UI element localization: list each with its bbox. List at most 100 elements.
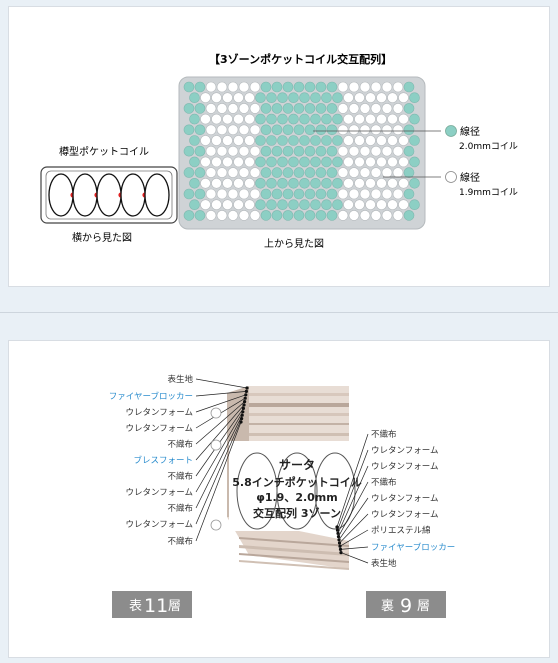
coil-circle bbox=[392, 188, 404, 200]
coil-circle bbox=[381, 124, 393, 136]
coil-circle bbox=[249, 167, 261, 178]
coil-circle bbox=[194, 145, 206, 157]
coil-circle bbox=[315, 103, 327, 114]
coil-circle bbox=[244, 178, 255, 189]
coil-circle bbox=[354, 92, 365, 103]
coil-circle bbox=[227, 124, 239, 136]
coil-circle bbox=[332, 135, 343, 146]
coil-circle bbox=[266, 156, 277, 168]
coil-circle bbox=[238, 167, 250, 178]
coil-circle bbox=[271, 124, 283, 136]
white-coil-swatch-icon bbox=[445, 171, 457, 183]
coil-circle bbox=[260, 124, 272, 136]
coil-circle bbox=[321, 113, 332, 125]
coil-circle bbox=[216, 167, 228, 178]
coil-circle bbox=[310, 178, 321, 189]
coil-circle bbox=[227, 167, 239, 178]
coil-circle bbox=[403, 210, 415, 221]
coil-circle bbox=[200, 199, 211, 210]
coil-circle bbox=[227, 145, 239, 157]
coil-circle bbox=[238, 188, 250, 200]
coil-circle bbox=[326, 188, 338, 200]
right-layer-label: ウレタンフォーム bbox=[371, 494, 439, 504]
right-layer-label: ウレタンフォーム bbox=[371, 510, 439, 520]
pocket-coil-outline bbox=[276, 452, 318, 530]
coil-circle bbox=[189, 135, 200, 146]
coil-circle bbox=[310, 113, 321, 125]
foam-layer-stripe bbox=[249, 393, 349, 396]
leader-dot bbox=[244, 393, 248, 397]
coil-circle bbox=[315, 81, 327, 93]
coil-circle bbox=[365, 156, 376, 168]
coil-circle bbox=[216, 210, 228, 221]
leader-dot bbox=[243, 396, 247, 400]
coil-circle bbox=[271, 188, 283, 200]
coil-circle bbox=[255, 135, 266, 146]
leader-line bbox=[338, 481, 369, 537]
coil-circle bbox=[348, 103, 360, 114]
coil-circle bbox=[381, 81, 393, 93]
leader-line bbox=[339, 529, 369, 547]
coil-circle bbox=[337, 81, 349, 93]
coil-circle bbox=[299, 113, 310, 125]
coil-circle bbox=[282, 81, 294, 93]
left-layer-label: ブレスフォート bbox=[133, 455, 193, 466]
coil-circle bbox=[183, 145, 195, 157]
coil-circle bbox=[409, 156, 420, 168]
coil-circle bbox=[244, 92, 255, 103]
coil-circle bbox=[409, 92, 420, 103]
coil-circle bbox=[304, 145, 316, 157]
coil-circle bbox=[326, 81, 338, 93]
coil-circle bbox=[403, 145, 415, 157]
coil-circle bbox=[271, 103, 283, 114]
coil-circle bbox=[310, 156, 321, 168]
coil-circle bbox=[409, 113, 420, 125]
coil-circle bbox=[326, 210, 338, 221]
coil-circle bbox=[321, 199, 332, 210]
coil-circle bbox=[260, 188, 272, 200]
coil-circle bbox=[200, 135, 211, 146]
coil-circle bbox=[183, 167, 195, 178]
foam-layer-stripe bbox=[239, 537, 349, 547]
side-view-caption: 横から見た図 bbox=[72, 231, 132, 244]
coil-circle bbox=[376, 156, 387, 168]
coil-circle bbox=[381, 210, 393, 221]
coil-spec-line: サータ bbox=[279, 458, 315, 472]
foam-layer-stripe bbox=[239, 553, 349, 563]
leader-line bbox=[195, 415, 243, 509]
coil-circle bbox=[354, 178, 365, 189]
coil-circle bbox=[249, 81, 261, 93]
leader-dot bbox=[244, 389, 248, 393]
coil-circle bbox=[260, 167, 272, 178]
coil-circle bbox=[321, 92, 332, 103]
coil-circle bbox=[332, 178, 343, 189]
coil-circle bbox=[205, 188, 217, 200]
top-panel: 【3ゾーンポケットコイル交互配列】 樽型ポケットコイル 横から見た図 上から見た… bbox=[8, 6, 550, 287]
coil-circle bbox=[381, 167, 393, 178]
leader-dot bbox=[243, 400, 247, 404]
coil-circle bbox=[403, 124, 415, 136]
coil-circle bbox=[398, 113, 409, 125]
coil-circle bbox=[282, 167, 294, 178]
coil-circle bbox=[359, 188, 371, 200]
coil-circle bbox=[227, 210, 239, 221]
coil-circle bbox=[304, 188, 316, 200]
coil-circle bbox=[194, 81, 206, 93]
coil-circle bbox=[205, 103, 217, 114]
coil-circle bbox=[326, 167, 338, 178]
coil-circle bbox=[321, 178, 332, 189]
coil-circle bbox=[326, 103, 338, 114]
coil-circle bbox=[249, 103, 261, 114]
coil-circle bbox=[205, 145, 217, 157]
coil-circle bbox=[227, 103, 239, 114]
barrel-coil bbox=[144, 173, 170, 217]
coil-arrangement-diagram: 【3ゾーンポケットコイル交互配列】 樽型ポケットコイル 横から見た図 上から見た… bbox=[40, 52, 518, 250]
coil-circle bbox=[409, 135, 420, 146]
coil-circle bbox=[189, 156, 200, 168]
coil-circle bbox=[370, 210, 382, 221]
coil-circle bbox=[299, 156, 310, 168]
left-layer-label: ウレタンフォーム bbox=[126, 488, 194, 498]
coil-circle bbox=[288, 199, 299, 210]
coil-circle bbox=[282, 124, 294, 136]
